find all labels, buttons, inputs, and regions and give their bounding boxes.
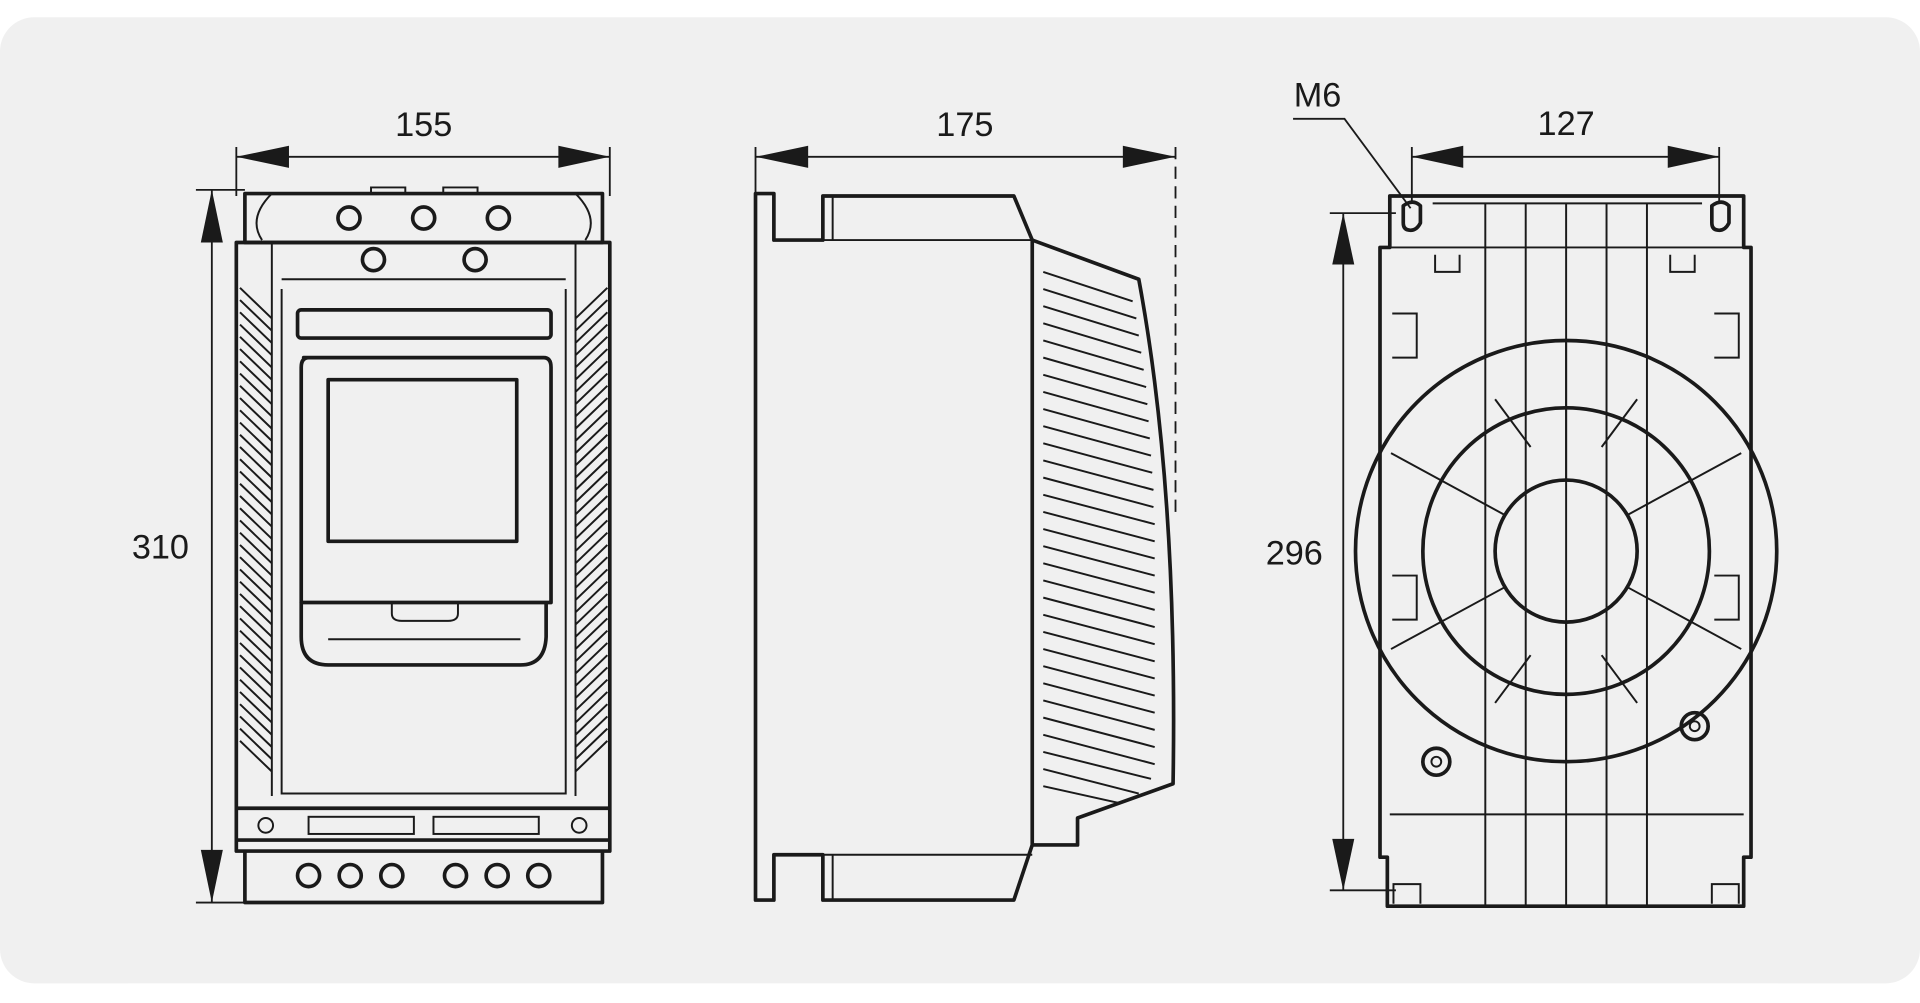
front-view: 155 310 <box>132 106 612 905</box>
side-view: 175 <box>753 106 1177 902</box>
right-vent <box>574 287 609 773</box>
front-height-label: 310 <box>132 528 189 566</box>
left-vent <box>239 287 273 773</box>
panel-background <box>0 17 1920 984</box>
hole-spacing-label: 127 <box>1538 105 1595 143</box>
rear-view: M6 127 296 <box>1266 77 1779 909</box>
mount-thread-label: M6 <box>1294 77 1342 115</box>
side-depth-label: 175 <box>936 106 993 144</box>
hole-height-label: 296 <box>1266 535 1323 573</box>
front-width-label: 155 <box>395 106 452 144</box>
side-vent <box>1042 270 1155 805</box>
